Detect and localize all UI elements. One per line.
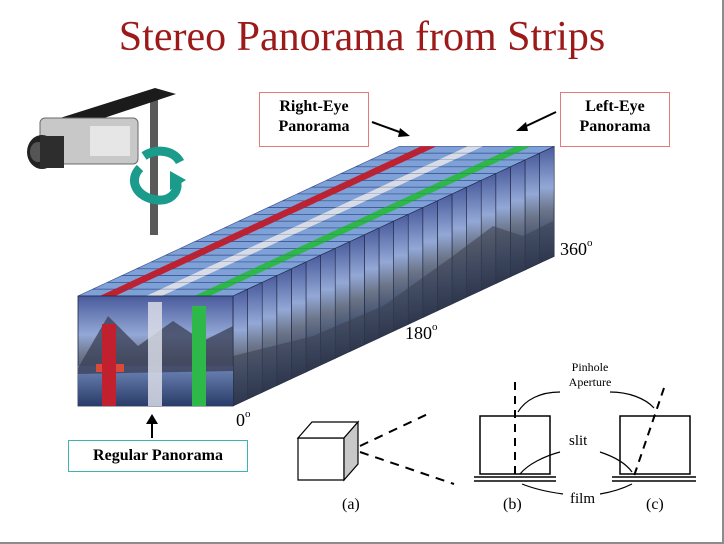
slide-title: Stereo Panorama from Strips — [118, 14, 606, 60]
front-frame — [77, 295, 234, 407]
left-eye-arrowhead — [516, 122, 528, 131]
left-eye-label: Left-Eye Panorama — [560, 92, 670, 147]
left-eye-label-line2: Panorama — [579, 118, 651, 135]
slit-camera-b — [474, 382, 556, 482]
angle-180-label: 180o — [405, 321, 438, 343]
left-eye-label-line1: Left-Eye — [585, 98, 645, 115]
right-eye-label-line1: Right-Eye — [279, 98, 349, 115]
rotation-arrow-icon — [130, 146, 186, 205]
right-eye-label-line2: Panorama — [278, 118, 350, 135]
right-eye-arrowhead — [398, 128, 410, 137]
regular-panorama-label: Regular Panorama — [68, 440, 248, 472]
slide-frame-right — [722, 0, 724, 544]
slit-camera-c — [612, 387, 696, 482]
left-eye-arrow — [521, 111, 557, 129]
pinhole-line1: Pinhole — [571, 360, 609, 374]
angle-0-label: 0o — [236, 408, 251, 430]
slide-frame-bottom — [0, 542, 724, 544]
slit-label: slit — [569, 433, 588, 449]
film-label: film — [570, 491, 595, 507]
callout-lines — [517, 391, 655, 495]
video-camera-icon — [27, 88, 176, 235]
label-b: (b) — [503, 496, 522, 513]
mountain-silhouette — [233, 176, 555, 406]
label-c: (c) — [646, 496, 664, 513]
regular-arrowhead — [146, 414, 158, 424]
angle-360-label: 360o — [560, 237, 593, 259]
right-eye-label: Right-Eye Panorama — [259, 92, 369, 147]
camera-cube — [296, 411, 455, 485]
label-a: (a) — [342, 496, 360, 513]
pinhole-line2: Aperture — [568, 375, 612, 389]
panorama-frame-stack — [77, 145, 555, 407]
pinhole-aperture-label: Pinhole Aperture — [560, 360, 620, 390]
